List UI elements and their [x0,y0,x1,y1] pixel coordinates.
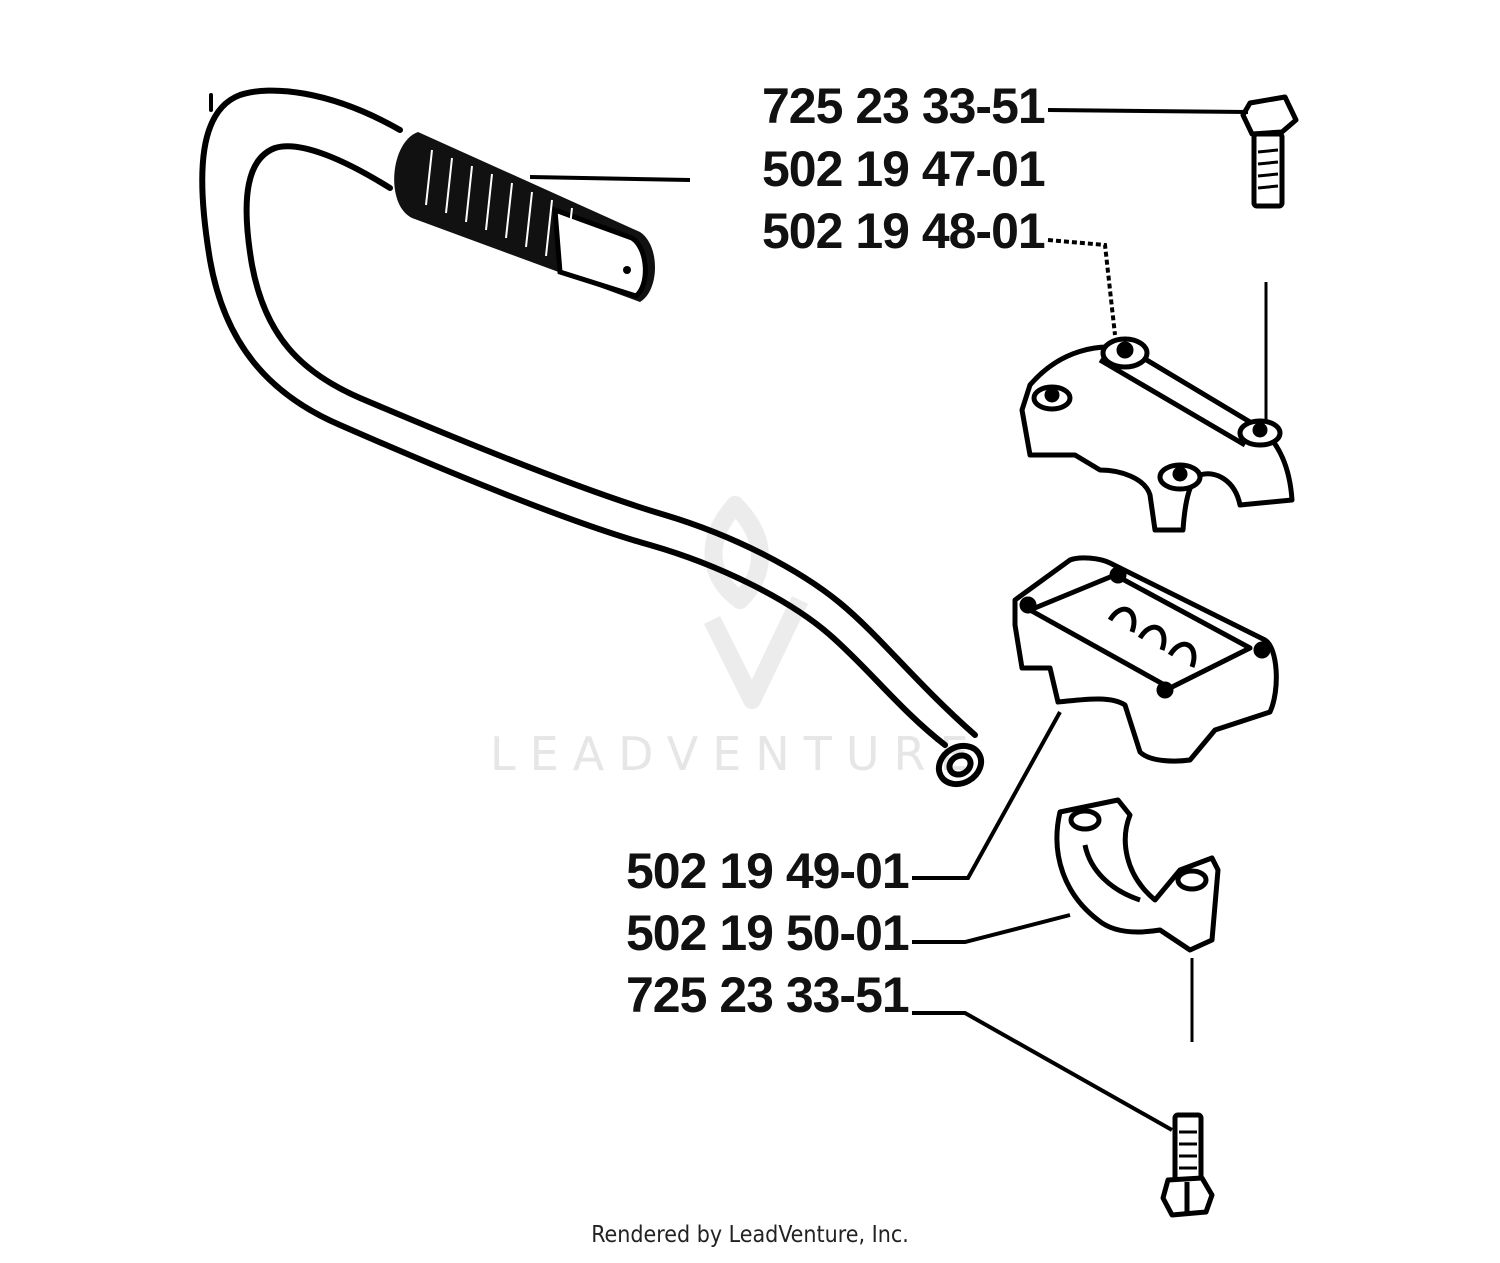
middle-bracket-icon [1012,555,1279,764]
leader-upper-clamp [1047,238,1117,336]
part-number-label: 725 23 33-51 [762,78,1045,134]
footer-credit: Rendered by LeadVenture, Inc. [591,1222,909,1248]
top-bolt-icon [1240,94,1299,209]
watermark: LEADVENTURE [490,496,983,781]
part-number-label: 502 19 49-01 [626,843,909,899]
watermark-text: LEADVENTURE [490,727,983,781]
watermark-logo-icon [703,496,809,709]
bottom-bolt-icon [1160,1112,1215,1218]
handle-bar-tube [199,87,985,788]
part-number-label: 502 19 48-01 [762,203,1045,259]
part-number-label: 502 19 47-01 [762,141,1045,197]
grip [394,132,655,302]
leader-lines [529,108,1268,1132]
upper-clamp-icon [1019,336,1295,533]
leader-grip [529,175,691,182]
part-number-labels: 725 23 33-51 502 19 47-01 502 19 48-01 5… [626,78,1046,1023]
part-number-label: 502 19 50-01 [626,905,909,961]
leader-top-bolt [1047,108,1249,114]
lower-saddle-clamp-icon [1054,797,1221,953]
leader-middle-bracket [912,711,1062,880]
leader-bottom-bolt [912,1011,1173,1132]
part-number-label: 725 23 33-51 [626,967,909,1023]
leader-lower-saddle [912,913,1071,944]
